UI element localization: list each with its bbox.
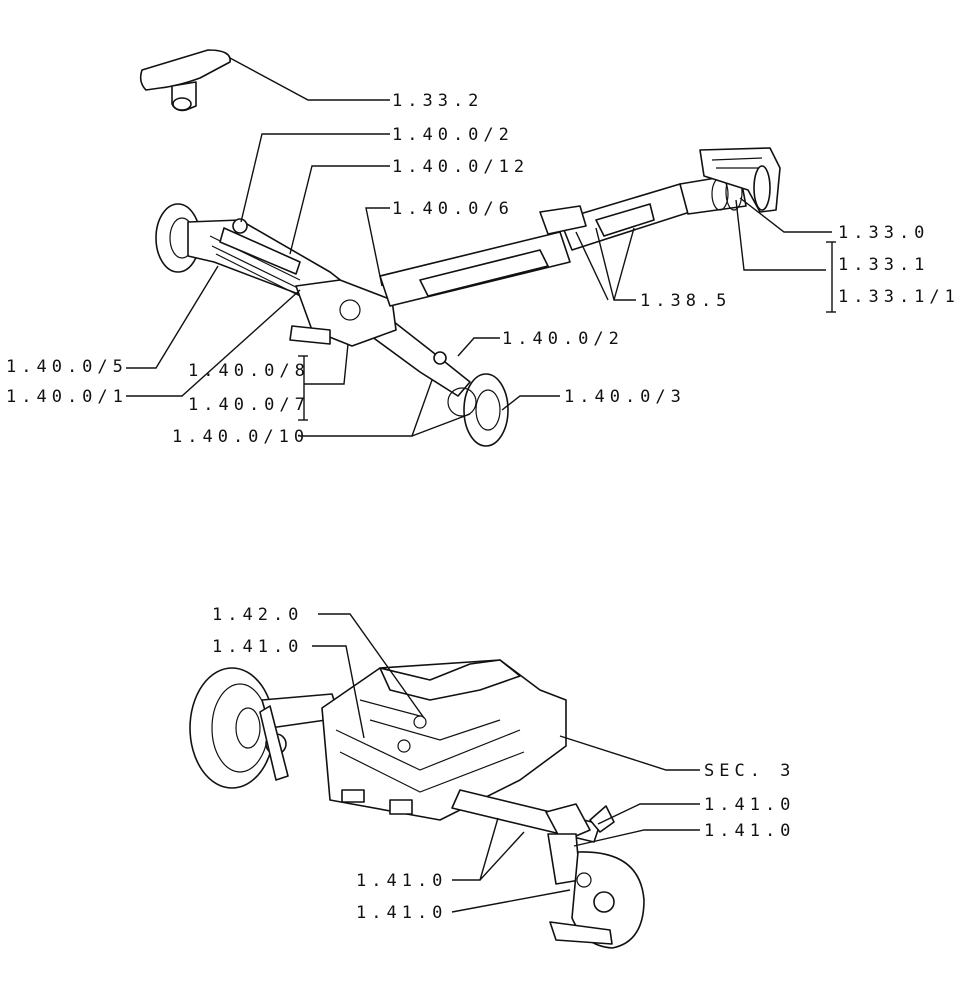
label-1-33-1-1: 1.33.1/1 <box>838 287 960 307</box>
label-1-40-0-6: 1.40.0/6 <box>392 199 514 219</box>
label-1-40-0-2-mid: 1.40.0/2 <box>502 329 624 349</box>
label-1-33-2: 1.33.2 <box>392 91 483 111</box>
label-1-40-0-12: 1.40.0/12 <box>392 157 529 177</box>
propeller-shaft-part <box>379 173 747 307</box>
gear-housing-part <box>699 147 781 213</box>
axle-support-frame-part <box>321 659 567 821</box>
label-1-40-0-2-top: 1.40.0/2 <box>392 125 514 145</box>
front-axle-part <box>155 203 509 447</box>
callout-labels: 1.33.2 1.40.0/2 1.40.0/12 1.40.0/6 1.33.… <box>6 91 960 923</box>
label-1-40-0-1: 1.40.0/1 <box>6 387 128 407</box>
label-1-40-0-7: 1.40.0/7 <box>188 395 310 415</box>
label-1-41-0-bottom-a: 1.41.0 <box>356 871 447 891</box>
label-1-33-1: 1.33.1 <box>838 255 929 275</box>
bottom-leader-lines <box>312 613 700 913</box>
axle-beam-lower-part <box>451 789 615 885</box>
label-sec-3: SEC. 3 <box>704 761 795 781</box>
top-leader-lines <box>126 57 836 437</box>
swing-axle-hub-left <box>189 667 341 789</box>
label-1-42-0: 1.42.0 <box>212 605 303 625</box>
label-1-41-0-top-left: 1.41.0 <box>212 637 303 657</box>
label-1-41-0-bottom-b: 1.41.0 <box>356 903 447 923</box>
label-1-40-0-8: 1.40.0/8 <box>188 361 310 381</box>
label-1-38-5: 1.38.5 <box>640 291 731 311</box>
label-1-33-0: 1.33.0 <box>838 223 929 243</box>
label-1-40-0-10: 1.40.0/10 <box>172 427 309 447</box>
label-1-40-0-3: 1.40.0/3 <box>564 387 686 407</box>
label-1-41-0-right-a: 1.41.0 <box>704 795 795 815</box>
swing-axle-hub-right <box>549 851 645 949</box>
t-handle-part <box>139 49 231 112</box>
label-1-41-0-right-b: 1.41.0 <box>704 821 795 841</box>
label-1-40-0-5: 1.40.0/5 <box>6 357 128 377</box>
